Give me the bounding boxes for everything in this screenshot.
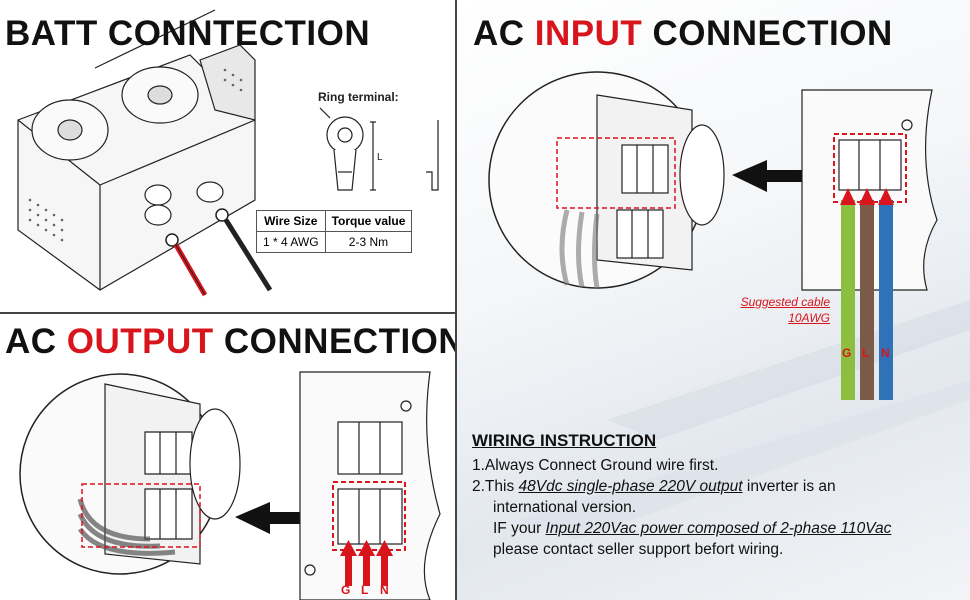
ac-output-wire-label-g: G [341, 583, 351, 597]
neutral-wire [879, 200, 893, 400]
wire-spec-table: Wire Size Torque value 1 * 4 AWG 2-3 Nm [256, 210, 413, 253]
ac-input-title-highlight: INPUT [534, 14, 643, 53]
instruction-item-1: 1.Always Connect Ground wire first. [472, 457, 719, 474]
suggested-cable-note: Suggested cable 10AWG [741, 294, 830, 326]
instruction-item-2-emphasis: 48Vdc single-phase 220V output [518, 478, 743, 495]
horizontal-divider [0, 312, 455, 314]
ac-output-title-suffix: CONNECTION [213, 322, 455, 361]
table-header-wire-size: Wire Size [256, 210, 326, 232]
length-dimension-mark: L [377, 152, 383, 163]
suggested-cable-line2: 10AWG [788, 311, 830, 325]
ac-input-title-suffix: CONNECTION [642, 14, 893, 53]
instruction-item-3-continued: please contact seller support befort wir… [493, 541, 784, 558]
instruction-item-3-emphasis: Input 220Vac power composed of 2-phase 1… [545, 520, 892, 537]
ac-input-terminal-illustration [488, 71, 970, 540]
ac-input-wire-label-l: L [862, 346, 870, 360]
ac-input-wire-label-n: N [881, 346, 890, 360]
ac-output-wire-label-n: N [380, 583, 389, 597]
torque-value: 2-3 Nm [324, 231, 413, 253]
instruction-item-3-prefix: IF your [493, 520, 546, 537]
instruction-item-2-prefix: 2.This [472, 478, 519, 495]
vertical-divider [455, 0, 457, 600]
ac-output-terminal-illustration [19, 371, 441, 600]
instruction-item-3: IF your Input 220Vac power composed of 2… [472, 518, 962, 539]
wire-size-value: 1 * 4 AWG [256, 231, 326, 253]
wiring-instruction-heading: WIRING INSTRUCTION [472, 431, 657, 450]
instruction-item-2-continued: international version. [493, 499, 637, 516]
instruction-item-2-suffix: inverter is an [742, 478, 836, 495]
ac-output-title: AC OUTPUT CONNECTION [5, 322, 455, 362]
ac-input-title: AC INPUT CONNECTION [473, 14, 893, 54]
ac-output-connection-panel: AC OUTPUT CONNECTION G L N [0, 314, 455, 600]
ac-input-connection-panel: AC INPUT CONNECTION Suggested cable 10AW… [457, 0, 970, 600]
table-row: 1 * 4 AWG 2-3 Nm [256, 231, 413, 253]
ground-wire [841, 200, 855, 400]
table-header-torque: Torque value [324, 210, 413, 232]
ac-output-title-prefix: AC [5, 322, 67, 361]
wiring-instruction-block: WIRING INSTRUCTION 1.Always Connect Grou… [472, 430, 962, 560]
battery-terminal-illustration: L [17, 9, 439, 297]
suggested-cable-line1: Suggested cable [740, 295, 830, 309]
ac-output-title-highlight: OUTPUT [66, 322, 214, 361]
ring-terminal-label: Ring terminal: [318, 90, 399, 104]
batt-connection-panel: L BATT CONNTECTION Ring terminal: Wire S… [0, 0, 455, 312]
ac-input-title-prefix: AC [473, 14, 535, 53]
batt-connection-title: BATT CONNTECTION [5, 14, 371, 53]
ac-output-wire-label-l: L [361, 583, 369, 597]
ac-input-wire-label-g: G [842, 346, 852, 360]
instruction-item-2: 2.This 48Vdc single-phase 220V output in… [472, 476, 962, 497]
table-header-row: Wire Size Torque value [256, 210, 413, 232]
live-wire [860, 200, 874, 400]
